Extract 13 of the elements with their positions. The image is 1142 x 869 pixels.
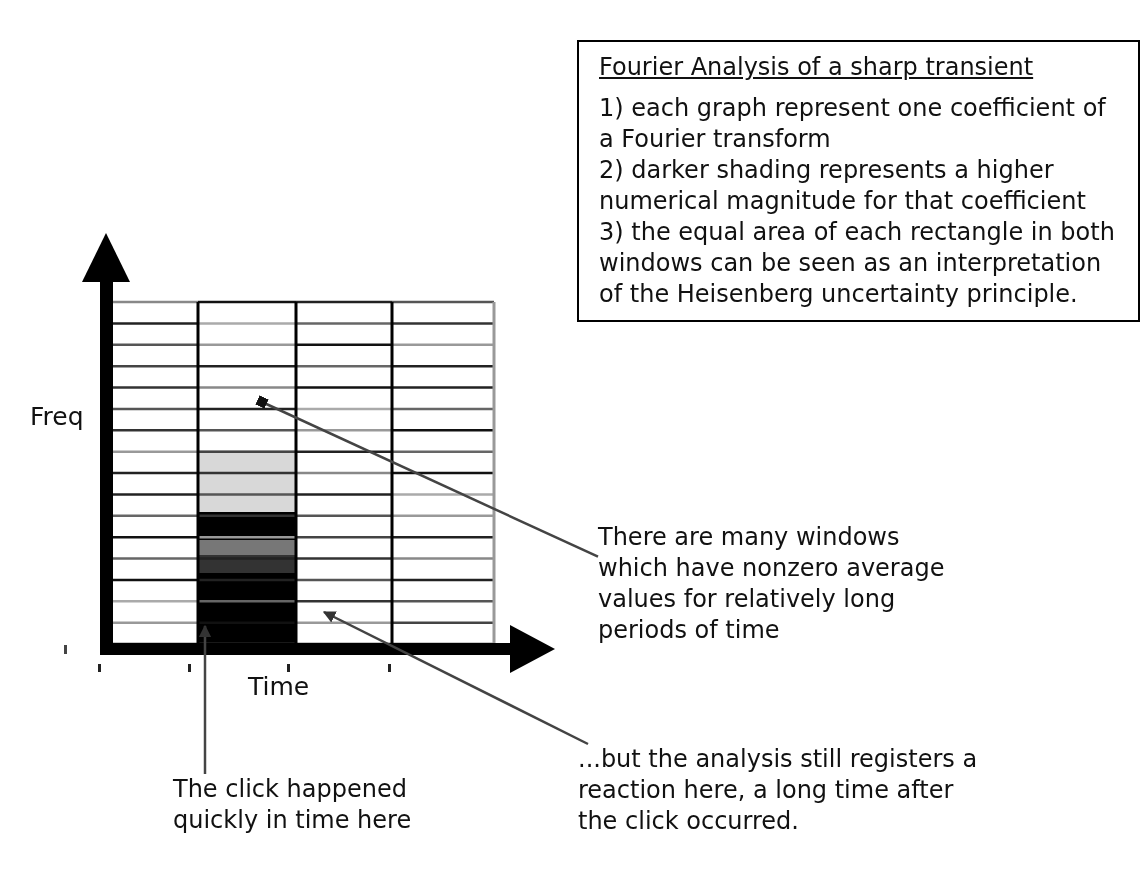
axis-label: Time xyxy=(248,672,310,701)
note-text: 1) each graph represent one coefficient of a Fourier transform xyxy=(599,93,1108,155)
axis-label: Freq xyxy=(30,402,84,431)
leader-line xyxy=(198,624,212,774)
note-heading: Fourier Analysis of a sharp transient xyxy=(599,52,1035,83)
callout-text: The click happened quickly in time here xyxy=(173,774,413,836)
note-text: 3) the equal area of each rectangle in both windows can be seen as an interpretation of the Heisenberg uncertainty principle. xyxy=(599,217,1116,310)
note-text: 2) darker shading represents a higher numerical magnitude for that coefficient xyxy=(599,155,1087,217)
note-box xyxy=(577,40,1140,322)
callout-text: There are many windows which have nonzero average values for relatively long periods of time xyxy=(598,522,968,646)
leader-line xyxy=(255,395,599,558)
leader-line xyxy=(322,610,589,746)
callout-text: ...but the analysis still registers a reaction here, a long time after the click occurred. xyxy=(578,744,998,837)
